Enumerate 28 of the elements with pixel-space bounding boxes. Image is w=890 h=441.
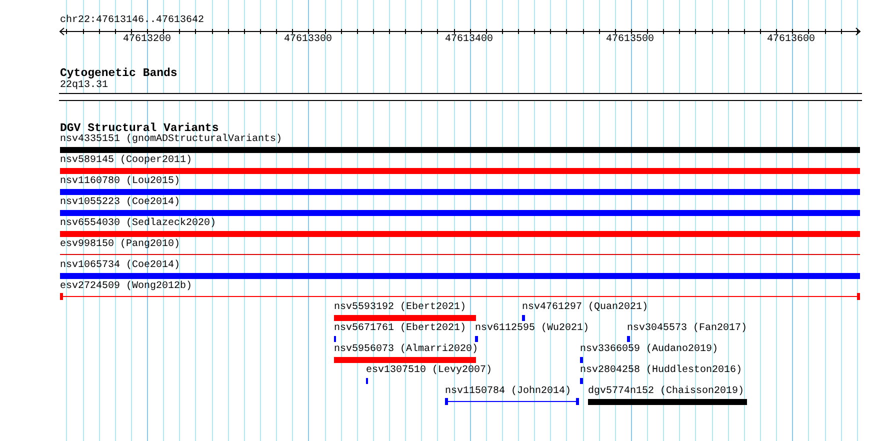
tick-label: 47613400 xyxy=(445,34,494,46)
tick-label: 47613500 xyxy=(606,34,654,46)
tick-label: 47613600 xyxy=(767,34,816,46)
variant-label: dgv5774n152 (Chaisson2019) xyxy=(588,386,744,398)
variant-label: nsv5956073 (Almarri2020) xyxy=(334,344,478,356)
variant-label: nsv4335151 (gnomADStructuralVariants) xyxy=(60,134,282,146)
variant-label: nsv6112595 (Wu2021) xyxy=(475,323,590,335)
variant-label: nsv3045573 (Fan2017) xyxy=(627,323,748,335)
track-title: Cytogenetic Bands xyxy=(60,67,178,80)
variant-label: nsv1055223 (Coe2014) xyxy=(60,197,180,209)
variant-label: nsv1160780 (Lou2015) xyxy=(60,176,180,188)
band-label: 22q13.31 xyxy=(60,80,108,92)
variant-label: nsv5671761 (Ebert2021) xyxy=(334,323,466,335)
variant-label: nsv1150784 (John2014) xyxy=(445,386,572,398)
variant-label: nsv2804258 (Huddleston2016) xyxy=(580,365,742,377)
variant-label: nsv589145 (Cooper2011) xyxy=(60,155,192,167)
variant-label: nsv4761297 (Quan2021) xyxy=(522,302,648,314)
tick-label: 47613300 xyxy=(284,34,332,46)
variant-label: nsv5593192 (Ebert2021) xyxy=(334,302,466,314)
variant-label: esv1307510 (Levy2007) xyxy=(366,365,492,377)
variant-label: nsv3366059 (Audano2019) xyxy=(580,344,718,356)
variant-label: esv998150 (Pang2010) xyxy=(60,239,180,251)
variant-label: nsv1065734 (Coe2014) xyxy=(60,260,180,272)
variant-label: esv2724509 (Wong2012b) xyxy=(60,281,192,293)
location-label: chr22:47613146..47613642 xyxy=(60,15,204,27)
track-title: DGV Structural Variants xyxy=(60,122,219,134)
variant-label: nsv6554030 (Sedlazeck2020) xyxy=(60,218,216,230)
tick-label: 47613200 xyxy=(123,34,172,46)
